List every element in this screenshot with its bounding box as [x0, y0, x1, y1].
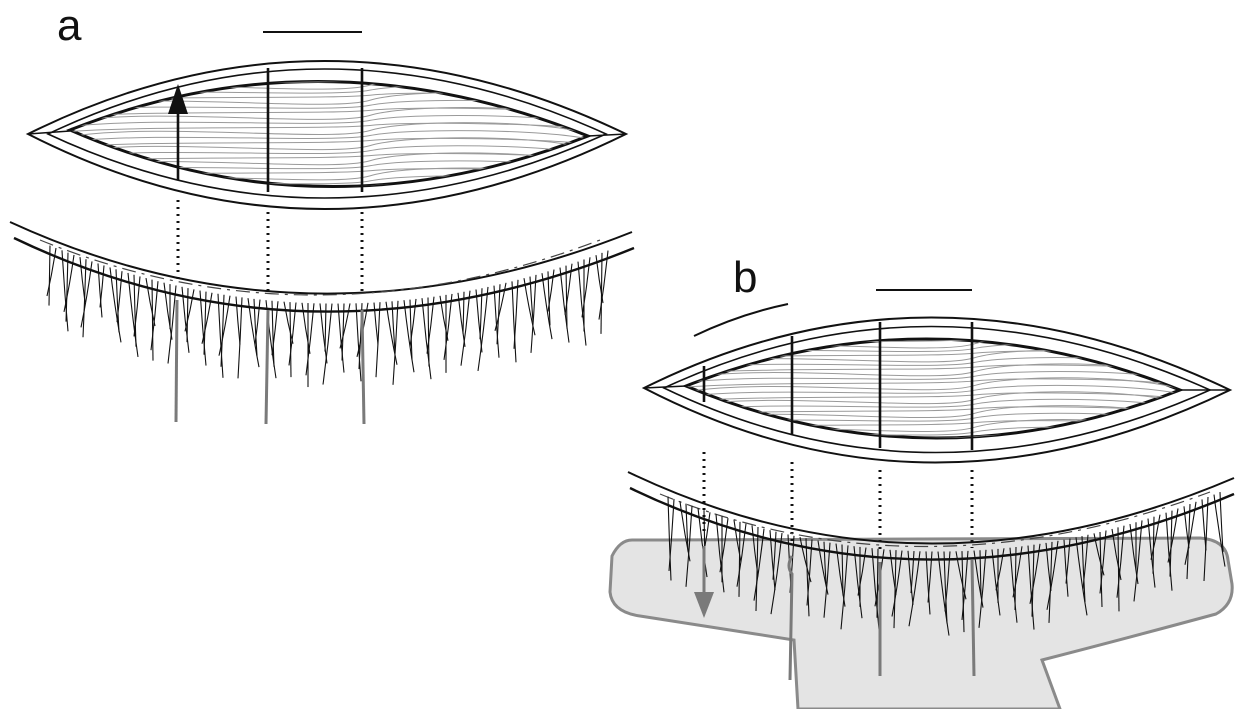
eyelash — [164, 283, 172, 340]
eyelash — [83, 259, 86, 337]
eyelash — [542, 273, 552, 339]
eyelash — [66, 253, 68, 322]
suture-tail-b4 — [972, 560, 974, 676]
eyelash — [255, 300, 260, 345]
eyelash — [100, 265, 104, 307]
eyelash — [81, 261, 92, 327]
lid-margin-upper-a — [10, 222, 632, 294]
panel-a — [10, 32, 634, 424]
lid-margin-lower-a — [14, 238, 634, 312]
eyelash — [404, 300, 414, 372]
incision-bracket-b1 — [694, 304, 788, 336]
eyelash — [284, 302, 293, 344]
eyelash — [376, 302, 380, 377]
panel-label-b: b — [733, 256, 757, 300]
eyelash — [238, 297, 242, 378]
eyelash — [531, 275, 536, 353]
eyelash — [185, 289, 194, 331]
eyelash — [64, 255, 74, 312]
eyelash — [393, 301, 398, 385]
eyelash — [146, 278, 155, 326]
suture-tail-a1 — [176, 300, 177, 422]
suture-tail-a2 — [266, 310, 268, 424]
suture-tail-a3 — [362, 310, 364, 424]
eyelash — [560, 268, 569, 343]
eyelash — [340, 303, 350, 348]
lid-margin-upper-b — [628, 472, 1234, 544]
eyelash — [601, 253, 602, 334]
eyelash — [578, 262, 586, 346]
eyelash — [290, 302, 291, 377]
panel-label-a: a — [57, 4, 81, 48]
eyelash — [152, 280, 153, 361]
panel-b — [610, 290, 1234, 709]
eyelash — [236, 297, 240, 345]
eyelash — [514, 280, 518, 349]
